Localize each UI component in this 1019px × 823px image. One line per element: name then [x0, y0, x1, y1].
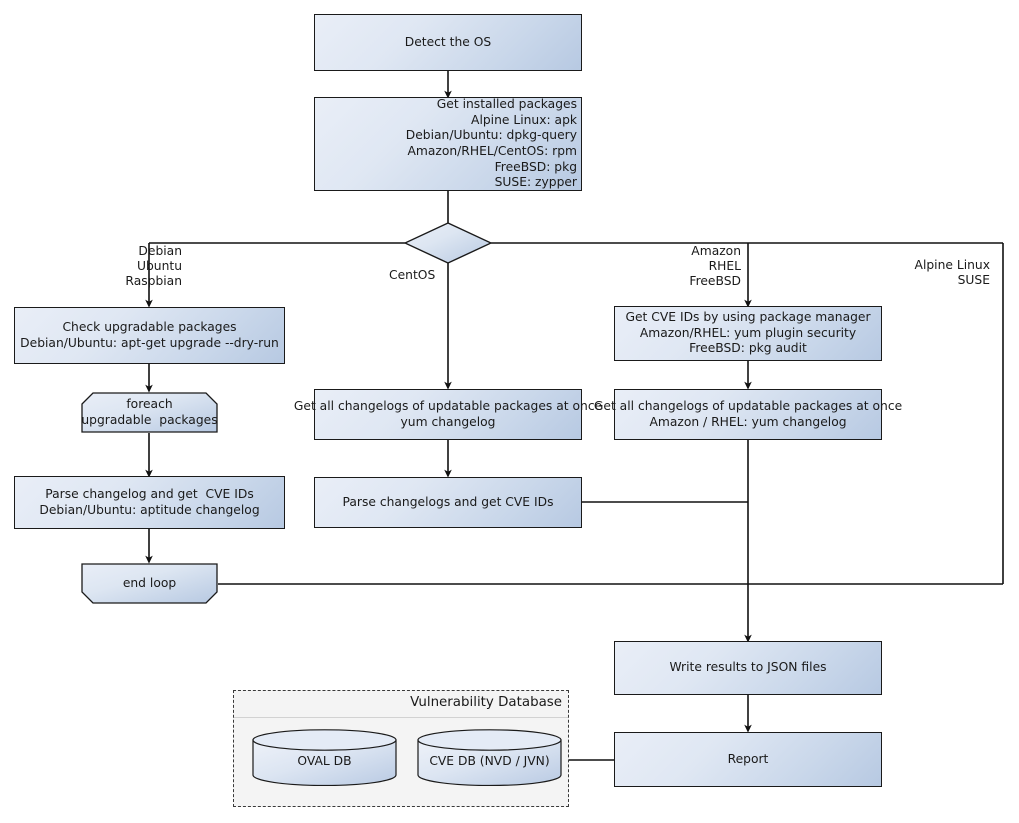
node-foreach-loop-start[interactable]: foreach upgradable packages [81, 392, 218, 433]
node-os-decision[interactable] [403, 222, 493, 264]
node-detect-os-label: Detect the OS [404, 34, 492, 49]
db-cylinder-cve[interactable]: CVE DB (NVD / JVN) [417, 729, 562, 787]
node-get-installed-packages[interactable]: Get installed packages Alpine Linux: apk… [314, 97, 582, 191]
db-cylinder-oval[interactable]: OVAL DB [252, 729, 397, 787]
node-get-all-changelogs-amazon-label: Get all changelogs of updatable packages… [593, 398, 903, 429]
node-write-results-json-label: Write results to JSON files [669, 660, 827, 675]
node-write-results-json[interactable]: Write results to JSON files [614, 641, 882, 695]
node-detect-os[interactable]: Detect the OS [314, 14, 582, 71]
edge-label-debian-branch: Debian Ubuntu Raspbian [125, 244, 182, 289]
node-get-installed-packages-label: Get installed packages Alpine Linux: apk… [405, 97, 577, 190]
edge-label-centos-branch: CentOS [389, 268, 436, 282]
db-cylinder-cve-label: CVE DB (NVD / JVN) [429, 754, 550, 768]
node-get-all-changelogs-amazon[interactable]: Get all changelogs of updatable packages… [594, 389, 902, 440]
node-foreach-loop-start-label: foreach upgradable packages [81, 396, 218, 427]
node-end-loop-label: end loop [122, 575, 177, 590]
node-get-cve-ids-package-manager[interactable]: Get CVE IDs by using package manager Ama… [614, 306, 882, 361]
edge-label-amazon-branch: Amazon RHEL FreeBSD [689, 244, 741, 289]
node-parse-changelogs-centos-label: Parse changelogs and get CVE IDs [342, 494, 554, 509]
vulnerability-database-divider [234, 717, 568, 718]
node-parse-changelogs-centos[interactable]: Parse changelogs and get CVE IDs [314, 477, 582, 528]
node-end-loop[interactable]: end loop [81, 563, 218, 604]
edge-label-alpine-branch: Alpine Linux SUSE [914, 258, 990, 288]
vulnerability-database-title: Vulnerability Database [410, 695, 562, 710]
node-report-label: Report [727, 751, 769, 766]
node-get-all-changelogs-centos-label: Get all changelogs of updatable packages… [293, 398, 603, 429]
vulnerability-database-group: Vulnerability Database OVAL DB [233, 690, 569, 807]
node-check-upgradable-packages-label: Check upgradable packages Debian/Ubuntu:… [20, 319, 279, 350]
node-get-all-changelogs-centos[interactable]: Get all changelogs of updatable packages… [294, 389, 602, 440]
node-get-cve-ids-package-manager-label: Get CVE IDs by using package manager Ama… [625, 310, 871, 356]
db-cylinder-oval-label: OVAL DB [297, 754, 352, 768]
node-parse-changelog-debian[interactable]: Parse changelog and get CVE IDs Debian/U… [14, 476, 285, 529]
node-parse-changelog-debian-label: Parse changelog and get CVE IDs Debian/U… [39, 486, 260, 517]
node-report[interactable]: Report [614, 732, 882, 787]
node-check-upgradable-packages[interactable]: Check upgradable packages Debian/Ubuntu:… [14, 307, 285, 364]
